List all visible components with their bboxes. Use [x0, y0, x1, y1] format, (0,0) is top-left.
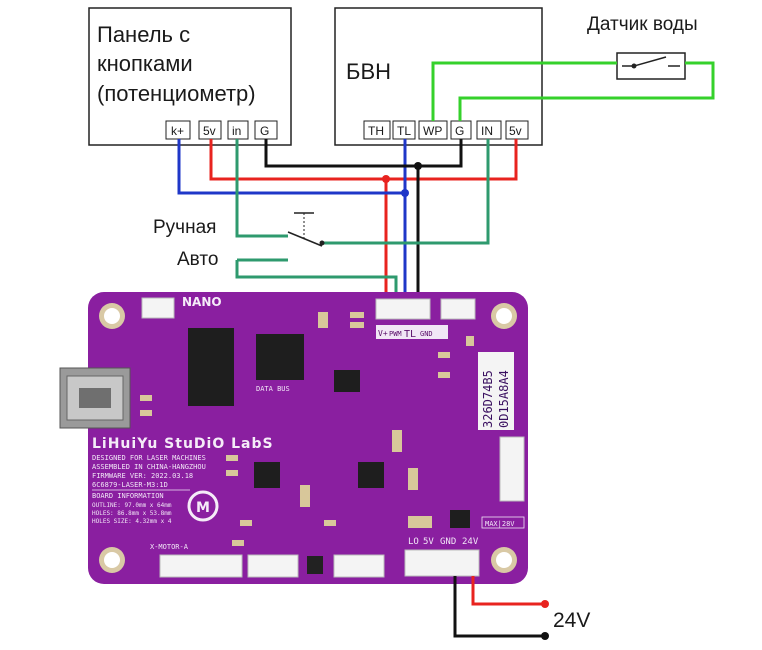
mounting-holes [99, 303, 517, 573]
power-connector [404, 549, 480, 577]
wire-ground [264, 139, 463, 168]
power-pin-5v: 5V [423, 537, 434, 547]
panel-pin-in: in [232, 124, 241, 138]
serial-1: 326D74B5 [481, 370, 495, 428]
bvn-pin-th: TH [368, 124, 384, 138]
driver-chip-a [254, 462, 280, 488]
bvn-pin-tl: TL [397, 124, 411, 138]
laser-power-connector [375, 298, 431, 320]
power-label: 24V [553, 609, 590, 632]
info-line-3: HOLES SIZE: 4.32mm x 4 [92, 518, 172, 525]
junction-tl [401, 189, 409, 197]
data-bus-label: DATA BUS [256, 385, 290, 393]
wire-sensor-wp [431, 61, 617, 121]
wire-sensor-g [458, 61, 715, 121]
sensor-switch-icon [633, 56, 667, 67]
power-pin-gnd: GND [440, 537, 456, 547]
motor-connector [247, 554, 299, 578]
serial-2: 0D15A8A4 [497, 370, 511, 428]
motor-label: X-MOTOR-A [150, 543, 189, 551]
panel-pin-k-plus: k+ [171, 124, 184, 138]
power-pin-24v: 24V [462, 537, 479, 547]
svg-text:M: M [196, 500, 210, 516]
bvn-pin-5v: 5v [509, 124, 522, 138]
junction-5v [382, 175, 390, 183]
board-line-3: FIRMWARE VER: 2022.03.18 [92, 472, 193, 480]
water-sensor-label: Датчик воды [587, 14, 698, 35]
connector-label-gnd: GND [420, 330, 433, 338]
board-line-1: DESIGNED FOR LASER MACHINES [92, 454, 206, 462]
info-line-2: HOLES: 86.8mm x 53.8mm [92, 510, 172, 517]
panel-pin-5v: 5v [203, 124, 216, 138]
bvn-pin-in: IN [481, 124, 493, 138]
wire-auto-to-board [235, 260, 398, 300]
power-pin-lo: LO [408, 537, 419, 547]
mode-switch: Ручная Авто [153, 212, 325, 270]
button-panel: Панель с кнопками (потенциометр) k+ 5v i… [88, 7, 292, 146]
wire-24v-ground [453, 576, 545, 638]
brand-logo [187, 490, 219, 522]
main-chip-left [188, 328, 234, 406]
panel-title-line-3: (потенциометр) [97, 81, 256, 106]
connector-label-pwm: PWM [389, 330, 402, 338]
terminal-positive [541, 600, 549, 608]
side-connector [499, 436, 525, 502]
bvn-pin-g: G [455, 124, 464, 138]
max-voltage-label: MAX|28V [485, 520, 515, 528]
panel-title-line-2: кнопками [97, 51, 193, 76]
water-sensor: Датчик воды [587, 14, 698, 80]
terminal-ground [541, 632, 549, 640]
motor-x-connector [159, 554, 243, 578]
connector-label-vplus: V+ [378, 329, 388, 338]
info-title: BOARD INFORMATION [92, 492, 164, 500]
board-line-4: 6C6879-LASER-M3:1D [92, 481, 168, 489]
motor-y-connector [333, 554, 385, 578]
panel-title-line-1: Панель с [97, 22, 190, 47]
smd-components [140, 312, 474, 546]
info-line-1: OUTLINE: 97.0mm x 64mm [92, 502, 172, 509]
junction-ground [414, 162, 422, 170]
wire-5v [209, 139, 518, 181]
top-left-connector [141, 297, 175, 319]
manual-label: Ручная [153, 217, 216, 238]
wire-bvn-in [322, 139, 490, 245]
wire-panel-in [235, 139, 288, 238]
connector-label-tl: TL [404, 329, 416, 340]
wire-24v-positive [471, 576, 545, 606]
panel-pin-g: G [260, 124, 269, 138]
top-right-connector [440, 298, 476, 320]
driver-chip-b [358, 462, 384, 488]
main-mcu [256, 334, 304, 380]
bvn-pin-wp: WP [423, 124, 442, 138]
controller-board: V+ PWM TL GND DATA BUS [59, 292, 528, 584]
serial-sticker [478, 352, 514, 430]
bvn-unit: БВН TH TL WP G IN 5v [334, 7, 543, 146]
switch-lever-icon [287, 231, 323, 247]
auto-label: Авто [177, 249, 218, 270]
jumper [307, 556, 323, 574]
board-line-2: ASSEMBLED IN CHINA-HANGZHOU [92, 463, 206, 471]
bvn-title: БВН [346, 59, 391, 84]
model-badge: NANO [182, 295, 222, 309]
brand-name: LiHuiYu StuDiO LabS [92, 436, 274, 452]
